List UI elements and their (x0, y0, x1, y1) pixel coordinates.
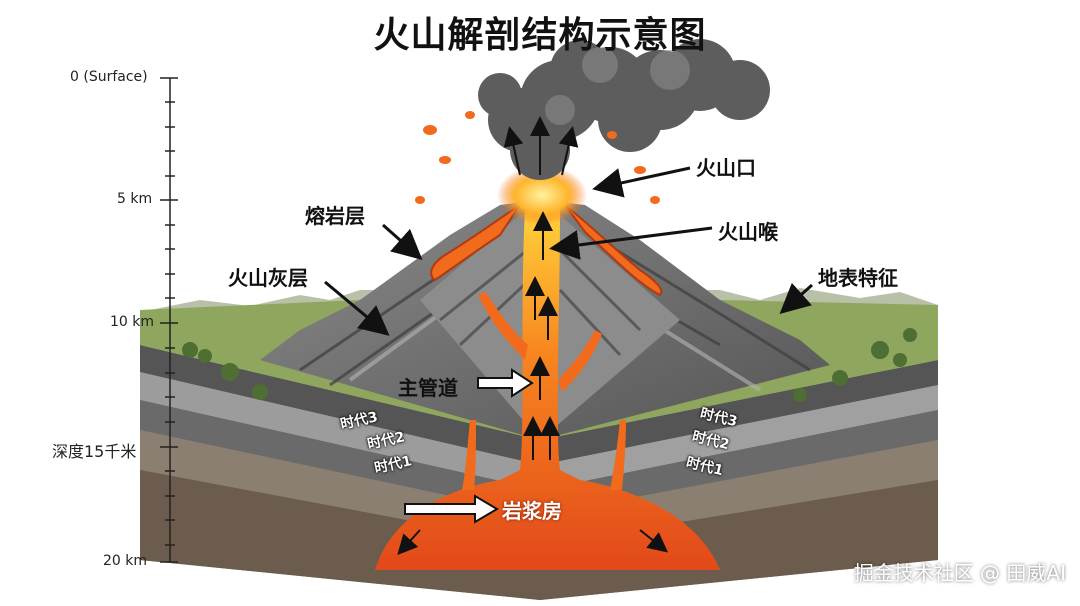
ground-surface-left (140, 300, 540, 440)
page-title: 火山解剖结构示意图 (373, 15, 707, 56)
callout-magma-chamber: 岩浆房 (502, 499, 562, 523)
ash-layer-arrow (324, 280, 390, 336)
callout-surface: 地表特征 (818, 266, 898, 290)
lava-flow-right (564, 204, 663, 297)
depth-label-20: 20 km (103, 553, 148, 569)
magma-chamber-arrow (404, 494, 499, 524)
white-arrows (404, 368, 534, 524)
lava-bombs (415, 111, 660, 204)
lava-flow-left (430, 204, 521, 282)
smoke-highlights (545, 47, 690, 125)
ground-surface-right (540, 300, 938, 440)
callout-arrows (324, 166, 813, 336)
main-conduit-arrow (477, 368, 534, 398)
strata-left-face (140, 345, 540, 600)
callout-lava-layer: 熔岩层 (305, 204, 365, 228)
dike-left (462, 420, 476, 490)
callout-crater: 火山口 (696, 156, 756, 180)
callout-ash-layer: 火山灰层 (228, 266, 308, 290)
crater-glow (497, 165, 587, 225)
callout-throat: 火山喉 (718, 220, 778, 244)
callout-main-conduit: 主管道 (398, 376, 458, 400)
depth-label-0: 0 (Surface) (70, 69, 148, 85)
conduit-branch-right (558, 330, 602, 392)
crater-arrow (592, 166, 691, 198)
magma-flow-arrows (503, 116, 579, 460)
conduit-branch-left (478, 292, 528, 360)
dike-right (610, 420, 626, 490)
magma-chamber (375, 210, 720, 570)
surface-arrow (779, 282, 813, 314)
depth-label-15: 深度15千米 (52, 442, 137, 461)
depth-label-5: 5 km (117, 191, 153, 207)
throat-arrow (549, 226, 713, 260)
depth-label-10: 10 km (110, 314, 155, 330)
chamber-flow-arrows (397, 529, 669, 555)
lava-layer-arrow (382, 223, 423, 260)
depth-scale (160, 77, 178, 563)
watermark: 掘金技术社区 @ 田威AI (853, 561, 1066, 585)
trees (182, 328, 917, 402)
